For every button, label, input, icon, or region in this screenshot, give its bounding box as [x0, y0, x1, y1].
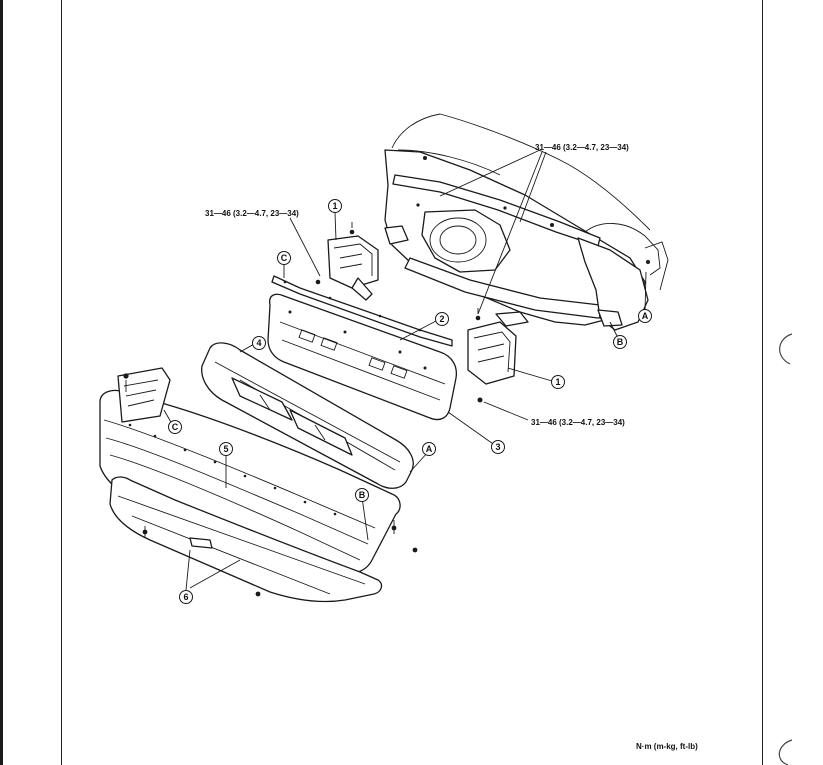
ref-b-right: B: [613, 335, 627, 349]
binding-ring-upper: [779, 333, 793, 365]
ref-b-lower: B: [355, 488, 369, 502]
callout-1-top: 1: [328, 199, 342, 213]
svg-text:A: A: [426, 444, 433, 454]
torque-spec-lower-right: 31—46 (3.2—4.7, 23—34): [531, 418, 625, 427]
leader-lines: [163, 149, 647, 591]
svg-text:C: C: [172, 422, 179, 432]
ref-a-right: A: [638, 309, 652, 323]
energy-absorber: [201, 342, 414, 489]
svg-text:1: 1: [332, 201, 337, 211]
binding-ring-lower: [778, 739, 793, 765]
bumper-stay-left: [315, 222, 379, 301]
ref-a-lower: A: [422, 442, 436, 456]
svg-text:5: 5: [223, 444, 228, 454]
page-edge-shadow: [0, 0, 3, 765]
svg-text:1: 1: [555, 377, 560, 387]
svg-text:6: 6: [183, 592, 188, 602]
ref-c-lower: C: [168, 420, 182, 434]
svg-text:B: B: [359, 490, 366, 500]
units-note: N·m (m-kg, ft-lb): [636, 742, 698, 751]
svg-text:A: A: [642, 311, 649, 321]
ref-c-top: C: [277, 251, 291, 265]
callout-5: 5: [219, 442, 233, 456]
vehicle-front-body: [384, 113, 669, 331]
torque-spec-left: 31—46 (3.2—4.7, 23—34): [205, 209, 299, 218]
torque-spec-top-right: 31—46 (3.2—4.7, 23—34): [535, 143, 629, 152]
callout-3: 3: [491, 440, 505, 454]
bumper-stay-right: [467, 308, 529, 403]
callout-6: 6: [179, 590, 193, 604]
callout-2: 2: [435, 312, 449, 326]
bumper-support-strip-c: [271, 275, 453, 347]
callout-1-right: 1: [551, 375, 565, 389]
lower-spoiler: [109, 476, 383, 603]
svg-text:2: 2: [439, 314, 444, 324]
page-frame: [61, 0, 763, 765]
svg-text:3: 3: [495, 442, 500, 452]
svg-text:4: 4: [256, 338, 261, 348]
callout-4: 4: [252, 336, 266, 350]
svg-text:B: B: [617, 337, 624, 347]
svg-text:C: C: [281, 253, 288, 263]
bumper-reinforcement: [267, 293, 458, 421]
